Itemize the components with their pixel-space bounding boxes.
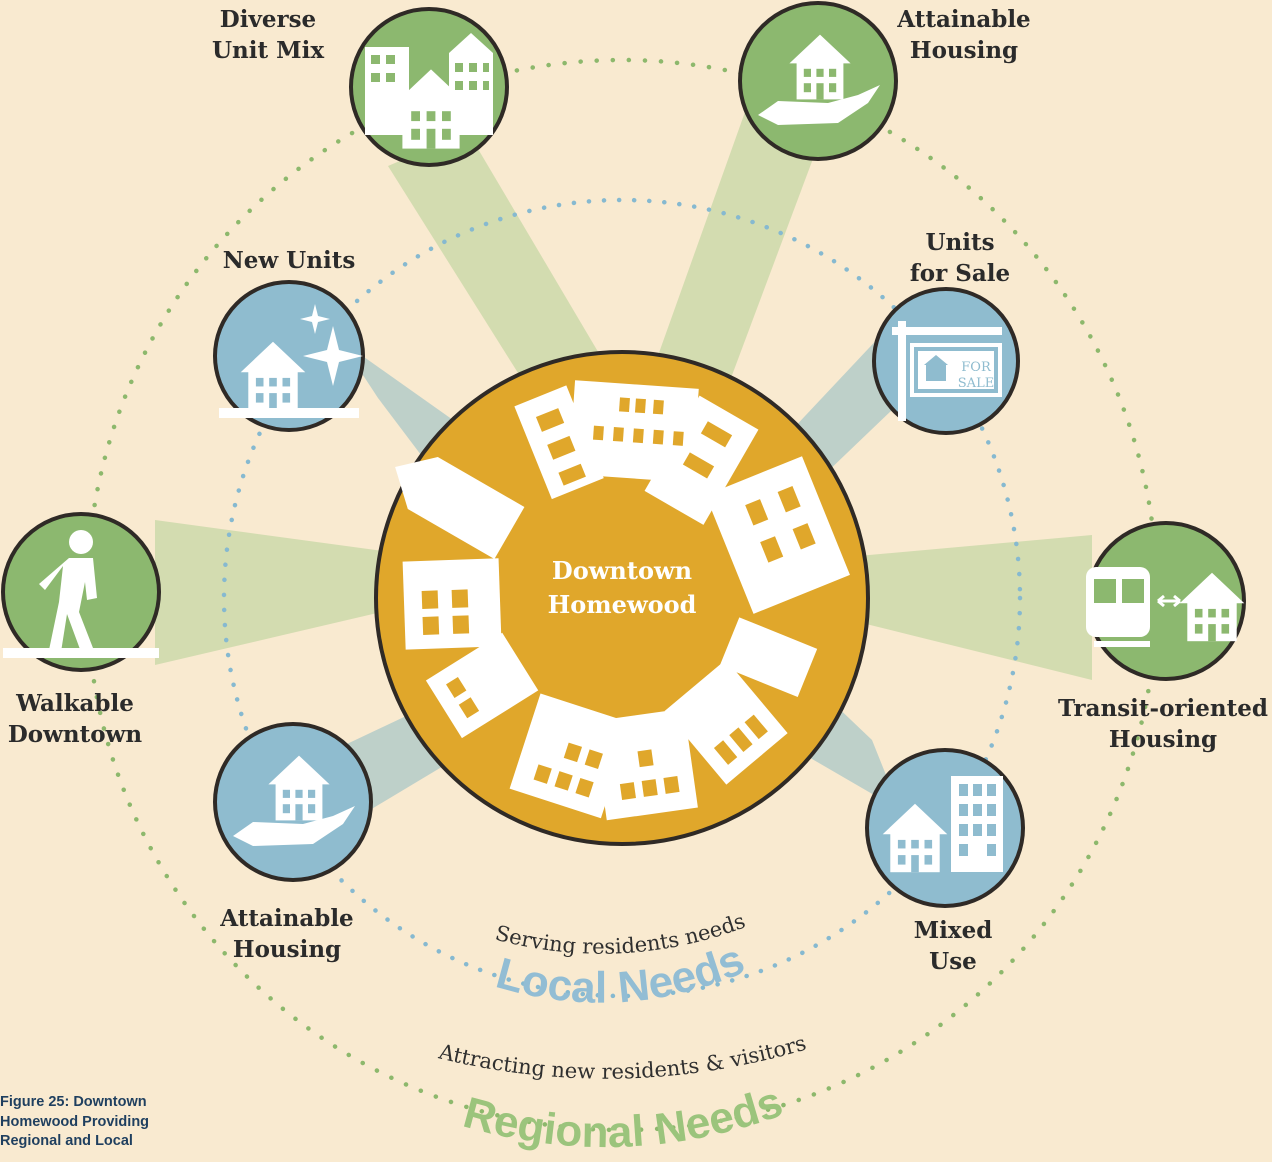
label-transit-oriented-line1: Transit-oriented <box>1058 695 1268 722</box>
label-new-units-line1: New Units <box>222 247 356 274</box>
label-attainable-housing-bottom-line1: Attainable <box>220 905 354 932</box>
label-attainable-housing-top-line2: Housing <box>909 37 1019 64</box>
caption-line1: Figure 25: Downtown <box>0 1094 147 1110</box>
label-units-for-sale-line1: Units <box>925 229 995 256</box>
label-walkable-downtown: Walkable Downtown <box>0 688 150 750</box>
label-attainable-housing-top-line1: Attainable <box>897 6 1031 33</box>
node-attainable-housing-bottom <box>213 722 373 882</box>
node-units-for-sale: FOR SALE <box>872 287 1020 435</box>
label-walkable-downtown-line2: Downtown <box>7 721 143 748</box>
node-transit-oriented <box>1086 521 1246 681</box>
label-new-units: New Units <box>204 245 374 276</box>
pedestrian-icon <box>3 530 159 658</box>
figure-caption: Figure 25: Downtown Homewood Providing R… <box>0 1093 200 1152</box>
center-circle: Downtown Homewood <box>374 350 870 846</box>
mixed-use-buildings-icon <box>882 776 1003 873</box>
node-new-units <box>213 280 365 432</box>
label-attainable-housing-top: Attainable Housing <box>882 4 1046 66</box>
node-attainable-housing-top <box>738 1 898 161</box>
train-to-house-icon <box>1086 567 1245 647</box>
beam-walkable <box>155 520 390 665</box>
label-attainable-housing-bottom-line2: Housing <box>232 936 342 963</box>
label-mixed-use-line2: Use <box>929 948 977 975</box>
label-diverse-unit-mix-line1: Diverse <box>219 6 317 33</box>
regional-subtitle: Attracting new residents & visitors <box>436 1031 809 1084</box>
house-in-hand-icon <box>758 34 880 125</box>
label-transit-oriented-line2: Housing <box>1108 726 1218 753</box>
center-title-line2: Homewood <box>548 590 697 619</box>
label-attainable-housing-bottom: Attainable Housing <box>205 903 369 965</box>
center-title-line1: Downtown <box>552 556 692 585</box>
local-ring <box>221 197 1023 999</box>
for-sale-sign-icon: FOR SALE <box>892 321 1002 421</box>
beam-transit <box>858 535 1092 680</box>
node-diverse-unit-mix <box>349 7 509 167</box>
apartment-buildings-icon <box>365 33 493 149</box>
caption-line3: Regional and Local <box>0 1133 133 1149</box>
house-in-hand-icon <box>233 755 355 846</box>
label-transit-oriented: Transit-oriented Housing <box>1054 693 1272 755</box>
new-house-sparkle-icon <box>219 304 363 418</box>
caption-line2: Homewood Providing <box>0 1113 150 1130</box>
label-units-for-sale-line2: for Sale <box>909 260 1011 287</box>
label-mixed-use-line1: Mixed <box>913 917 993 944</box>
label-diverse-unit-mix-line2: Unit Mix <box>211 37 325 64</box>
for-sale-line2: SALE <box>958 376 994 391</box>
regional-title: Regional Needs <box>459 1077 789 1157</box>
label-diverse-unit-mix: Diverse Unit Mix <box>188 4 348 66</box>
beams <box>155 112 1092 822</box>
label-units-for-sale: Units for Sale <box>880 227 1040 289</box>
node-walkable-downtown <box>1 512 161 672</box>
label-mixed-use: Mixed Use <box>888 915 1018 977</box>
node-mixed-use <box>865 748 1025 908</box>
beam-diverse-unit-mix <box>388 132 610 400</box>
label-walkable-downtown-line1: Walkable <box>16 690 134 717</box>
for-sale-line1: FOR <box>961 360 992 375</box>
beam-attainable-housing-top <box>650 112 820 402</box>
